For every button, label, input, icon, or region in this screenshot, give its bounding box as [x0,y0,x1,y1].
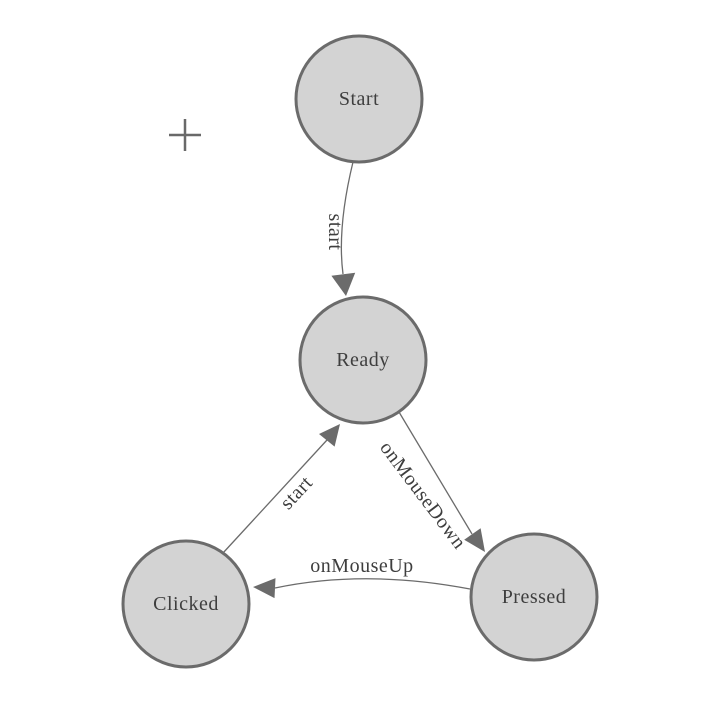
edge-label-start-vertical: start [324,214,346,251]
edge-line-pressed-clicked[interactable] [274,578,471,590]
arrowhead-into-clicked [253,578,276,599]
state-label-start: Start [339,88,379,110]
state-circle-ready[interactable] [298,295,428,425]
edge-line-clicked-ready[interactable] [222,439,328,554]
state-node-start: Start [294,34,424,164]
state-node-clicked: Clicked [121,539,251,669]
state-node-pressed: Pressed [469,532,599,662]
state-node-ready: Ready [298,295,428,425]
state-circle-start[interactable] [294,34,424,164]
state-label-clicked: Clicked [153,593,219,615]
edge-start-to-ready: start [324,161,356,296]
edge-pressed-to-clicked: onMouseUp [253,555,471,599]
arrowhead-into-ready-top [331,272,356,296]
edge-line-ready-pressed[interactable] [398,411,473,535]
arrowhead-into-pressed [464,528,485,552]
state-label-pressed: Pressed [502,586,567,608]
edge-line-start-ready[interactable] [340,161,354,275]
state-circle-clicked[interactable] [121,539,251,669]
state-circle-pressed[interactable] [469,532,599,662]
arrowhead-into-ready-bottom [319,424,340,447]
plus-cursor-icon [169,119,201,151]
state-label-ready: Ready [336,349,390,371]
edge-label-onmouseup: onMouseUp [310,555,413,577]
